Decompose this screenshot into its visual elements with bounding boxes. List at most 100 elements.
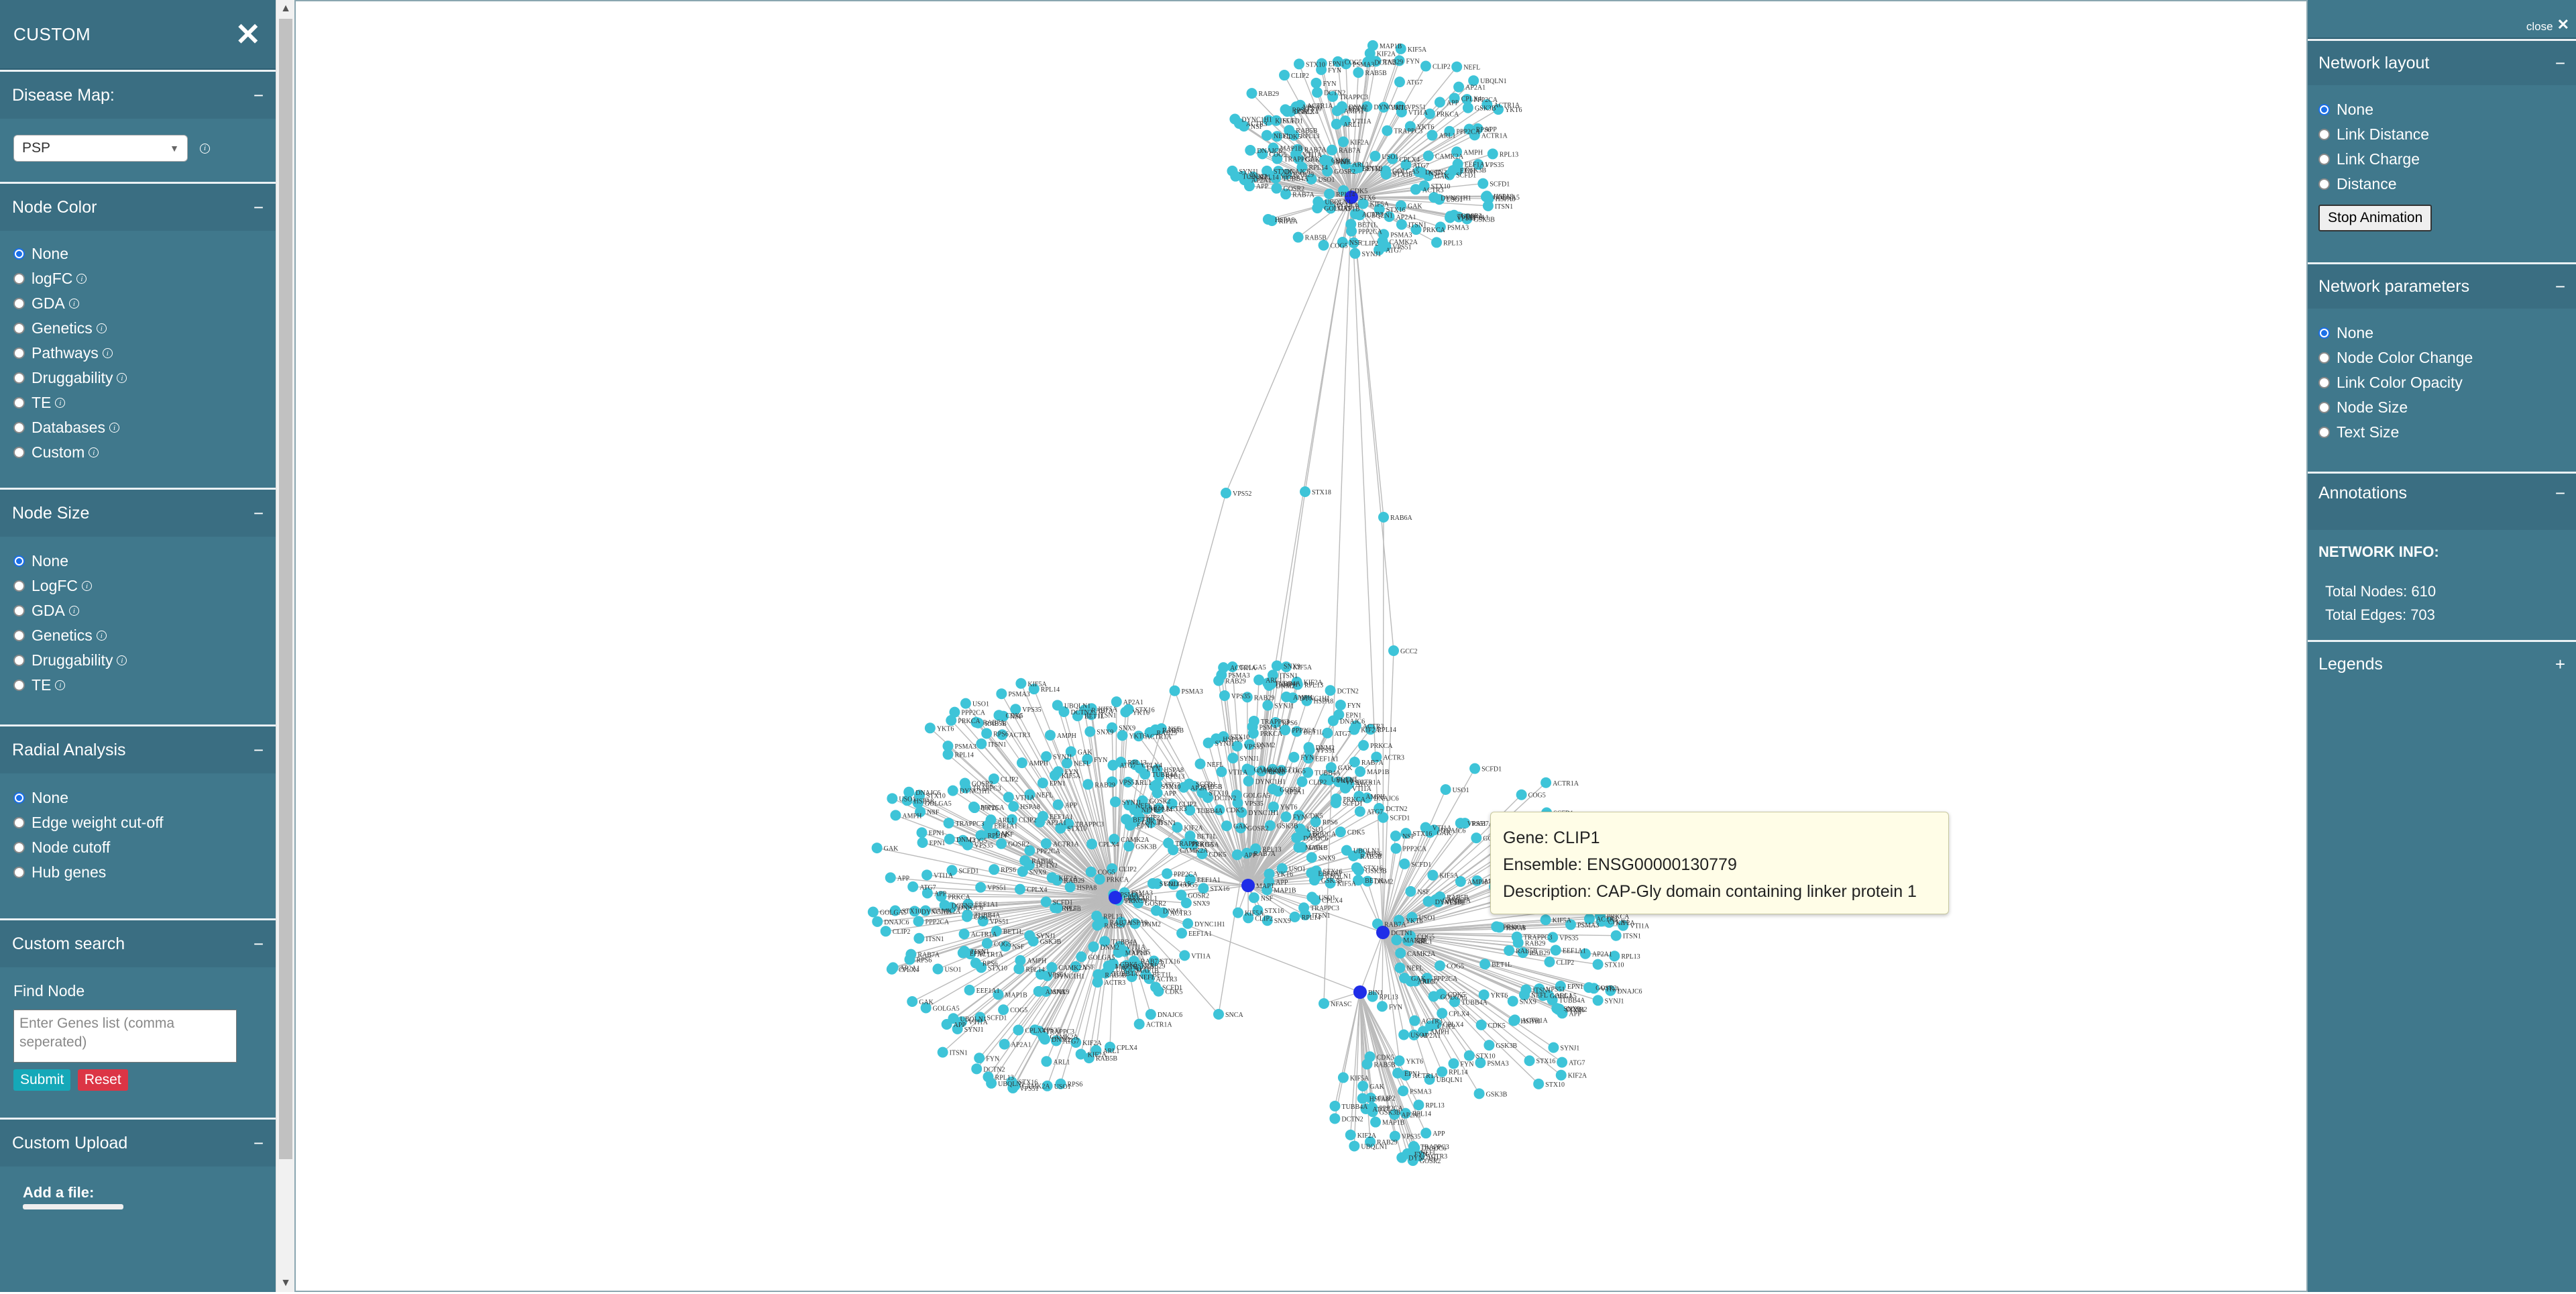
radio-option-distance[interactable]: Distance <box>2318 172 2565 197</box>
radio-button[interactable] <box>13 273 25 284</box>
radio-button[interactable] <box>13 397 25 409</box>
radio-option-node-color-change[interactable]: Node Color Change <box>2318 345 2565 370</box>
collapse-icon[interactable]: − <box>2555 483 2565 504</box>
network-layout-header[interactable]: Network layout − <box>2308 41 2576 85</box>
radio-button[interactable] <box>13 842 25 853</box>
radio-button[interactable] <box>2318 377 2330 388</box>
expand-icon[interactable]: + <box>2555 654 2565 675</box>
radio-button[interactable] <box>2318 154 2330 165</box>
radio-button[interactable] <box>13 655 25 666</box>
radio-button[interactable] <box>2318 402 2330 413</box>
close-label[interactable]: close <box>2526 20 2553 34</box>
info-icon[interactable]: i <box>97 323 107 333</box>
radio-option-none[interactable]: None <box>2318 97 2565 122</box>
stop-animation-button[interactable]: Stop Animation <box>2318 205 2432 231</box>
radio-button[interactable] <box>13 248 25 260</box>
node-color-header[interactable]: Node Color − <box>0 184 276 231</box>
radio-button[interactable] <box>13 298 25 309</box>
sidebar-scrollbar[interactable]: ▲ ▼ <box>276 0 294 1292</box>
radio-button[interactable] <box>2318 129 2330 140</box>
submit-button[interactable]: Submit <box>13 1069 70 1091</box>
radio-button[interactable] <box>13 680 25 691</box>
info-icon[interactable]: i <box>97 631 107 641</box>
radio-button[interactable] <box>13 555 25 567</box>
reset-button[interactable]: Reset <box>78 1069 128 1091</box>
info-icon[interactable]: i <box>89 447 99 457</box>
collapse-icon[interactable]: − <box>254 934 264 955</box>
info-icon[interactable]: i <box>103 348 113 358</box>
info-icon[interactable]: i <box>69 299 79 309</box>
radio-option-link-charge[interactable]: Link Charge <box>2318 147 2565 172</box>
radio-button[interactable] <box>2318 104 2330 115</box>
info-icon[interactable]: i <box>109 423 119 433</box>
collapse-icon[interactable]: − <box>254 503 264 524</box>
radio-option-node-cutoff[interactable]: Node cutoff <box>13 835 262 860</box>
collapse-icon[interactable]: − <box>254 197 264 218</box>
radio-button[interactable] <box>13 605 25 616</box>
info-icon[interactable]: i <box>55 680 65 690</box>
radio-button[interactable] <box>2318 178 2330 190</box>
collapse-icon[interactable]: − <box>254 1133 264 1154</box>
radio-button[interactable] <box>13 323 25 334</box>
close-icon[interactable]: ✕ <box>2557 16 2569 34</box>
radial-analysis-header[interactable]: Radial Analysis − <box>0 726 276 773</box>
radio-option-edge-weight-cut-off[interactable]: Edge weight cut-off <box>13 810 262 835</box>
radio-option-none[interactable]: None <box>13 549 262 574</box>
info-icon[interactable]: i <box>76 274 87 284</box>
right-panel-close[interactable]: close ✕ <box>2308 0 2576 39</box>
info-icon[interactable]: i <box>82 581 92 591</box>
network-graph[interactable]: COG5STX10VPS51GOLGA5CPLX4NSFVTI1ARAB7ABE… <box>296 1 2306 1291</box>
radio-option-none[interactable]: None <box>2318 321 2565 345</box>
collapse-icon[interactable]: − <box>254 85 264 106</box>
collapse-icon[interactable]: − <box>2555 276 2565 297</box>
network-parameters-header[interactable]: Network parameters − <box>2308 264 2576 309</box>
collapse-icon[interactable]: − <box>2555 53 2565 74</box>
close-sidebar-icon[interactable]: ✕ <box>235 19 261 50</box>
radio-option-hub-genes[interactable]: Hub genes <box>13 860 262 885</box>
file-input[interactable] <box>23 1204 123 1209</box>
radio-button[interactable] <box>13 372 25 384</box>
info-icon[interactable]: i <box>200 144 210 154</box>
radio-button[interactable] <box>13 347 25 359</box>
radio-button[interactable] <box>2318 427 2330 438</box>
radio-button[interactable] <box>13 792 25 804</box>
custom-upload-header[interactable]: Custom Upload − <box>0 1120 276 1167</box>
radio-option-none[interactable]: None <box>13 241 262 266</box>
radio-option-none[interactable]: None <box>13 786 262 810</box>
radio-option-link-distance[interactable]: Link Distance <box>2318 122 2565 147</box>
info-icon[interactable]: i <box>117 373 127 383</box>
custom-search-header[interactable]: Custom search − <box>0 920 276 967</box>
disease-map-header[interactable]: Disease Map: − <box>0 72 276 119</box>
radio-option-link-color-opacity[interactable]: Link Color Opacity <box>2318 370 2565 395</box>
info-icon[interactable]: i <box>55 398 65 408</box>
radio-button[interactable] <box>13 422 25 433</box>
radio-option-node-size[interactable]: Node Size <box>2318 395 2565 420</box>
legends-header[interactable]: Legends + <box>2308 642 2576 686</box>
radio-button[interactable] <box>2318 352 2330 364</box>
scroll-down-icon[interactable]: ▼ <box>276 1277 295 1289</box>
info-icon[interactable]: i <box>117 655 127 665</box>
radio-button[interactable] <box>13 580 25 592</box>
collapse-icon[interactable]: − <box>254 740 264 761</box>
radio-option-text-size[interactable]: Text Size <box>2318 420 2565 445</box>
info-icon[interactable]: i <box>69 606 79 616</box>
radio-button[interactable] <box>2318 327 2330 339</box>
disease-map-select[interactable]: PSP ▼ <box>13 135 188 162</box>
radio-button[interactable] <box>13 630 25 641</box>
annotations-header[interactable]: Annotations − <box>2308 474 2576 513</box>
radio-button[interactable] <box>13 447 25 458</box>
radio-button[interactable] <box>13 867 25 878</box>
